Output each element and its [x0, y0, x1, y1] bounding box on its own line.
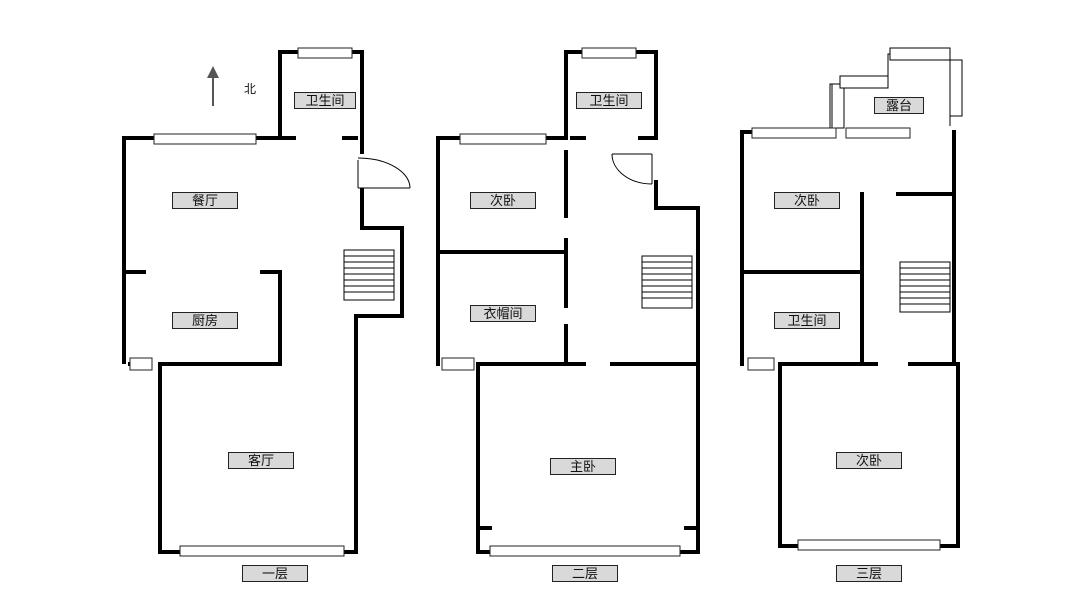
room-label-f3-bedroom-north: 次卧: [774, 192, 840, 209]
room-label-f1-bathroom: 卫生间: [294, 92, 356, 109]
floor-1-door-icon: [357, 157, 411, 189]
floor-3-terrace: [829, 47, 963, 129]
floor-1-windows: [129, 47, 353, 557]
room-label-f3-bathroom: 卫生间: [774, 312, 840, 329]
floor-3-windows: [747, 127, 941, 551]
room-label-f2-bedroom: 次卧: [470, 192, 536, 209]
north-label: 北: [244, 82, 257, 96]
room-label-f2-master: 主卧: [550, 458, 616, 475]
floor-label-3: 三层: [836, 565, 902, 582]
floor-2-windows: [441, 47, 681, 557]
floor-1-walls: [122, 50, 404, 554]
room-label-f1-living: 客厅: [228, 452, 294, 469]
north-arrow-icon: [207, 66, 219, 106]
floor-2-door-icon: [611, 153, 653, 185]
room-label-f3-terrace: 露台: [874, 97, 924, 114]
floor-label-1: 一层: [242, 565, 308, 582]
floor-2-walls: [436, 50, 700, 554]
floor-label-2: 二层: [552, 565, 618, 582]
floor-3-stairs-icon: [899, 261, 951, 313]
floor-1-stairs-icon: [343, 249, 395, 301]
room-label-f1-dining: 餐厅: [172, 192, 238, 209]
room-label-f1-kitchen: 厨房: [172, 312, 238, 329]
floor-3-walls: [740, 130, 960, 548]
floor-2-stairs-icon: [641, 255, 693, 309]
room-label-f2-bathroom: 卫生间: [576, 92, 642, 109]
room-label-f2-closet: 衣帽间: [470, 305, 536, 322]
room-label-f3-bedroom-south: 次卧: [836, 452, 902, 469]
